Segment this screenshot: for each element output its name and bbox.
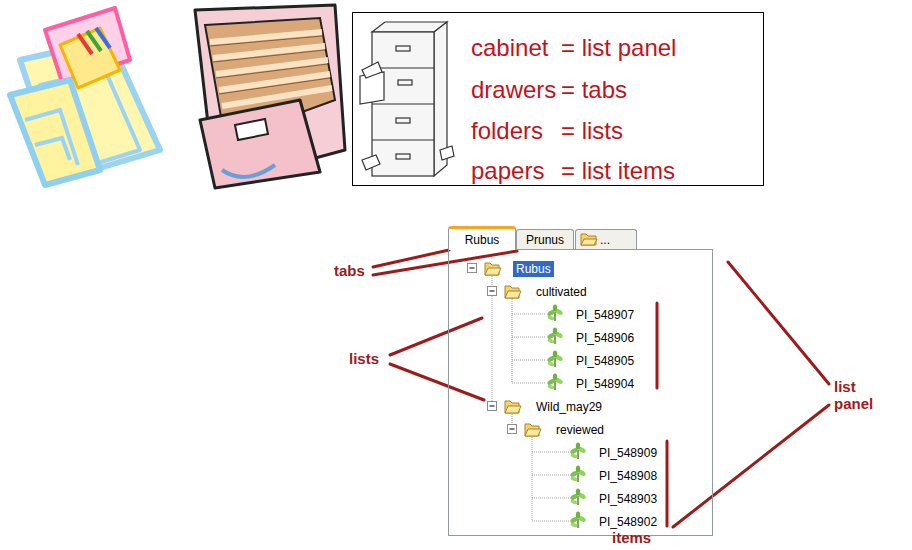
leader-lines (373, 250, 829, 527)
tree-item-label: cultivated (536, 284, 587, 300)
mapping-box: cabinet = list paneldrawers= tabs folders =… (352, 12, 764, 186)
mapping-text: = lists (561, 117, 623, 146)
annotation-label: items (612, 529, 651, 546)
mapping-text: = tabs (561, 76, 627, 105)
tree-icons (468, 263, 587, 528)
tab: Rubus (448, 226, 516, 250)
tree-item-label: reviewed (556, 422, 604, 438)
tree-item-label: PI_548902 (599, 514, 657, 530)
term-text: drawers (471, 76, 556, 105)
list-panel: Rubus cultivatedPI_548907PI_548906PI_5489… (448, 249, 713, 536)
tree-item-label: PI_548907 (576, 307, 634, 323)
tree-item-label: PI_548903 (599, 491, 657, 507)
tree-item-label: PI_548906 (576, 330, 634, 346)
term-text: papers (471, 157, 544, 186)
tree-lines (472, 273, 569, 521)
tab: Prunus (516, 229, 574, 249)
drawer-clipart (195, 5, 345, 188)
tree-item-label: PI_548904 (576, 376, 634, 392)
cabinet-clipart (10, 8, 160, 185)
tree-item-label: Wild_may29 (536, 399, 602, 415)
annotation-label: lists (349, 350, 379, 367)
tree-item-label: PI_548905 (576, 353, 634, 369)
tree-item-label: Rubus (513, 261, 554, 277)
tab-label: ... (600, 233, 610, 247)
term-text: folders (471, 117, 543, 146)
tree-item-label: PI_548908 (599, 468, 657, 484)
folder-icon (580, 232, 598, 246)
tab-label: Prunus (526, 233, 564, 247)
mapping-text: = list items (561, 157, 675, 186)
cabinet-sketch (360, 22, 454, 176)
term-text: cabinet (471, 34, 548, 63)
tab-label: Rubus (465, 233, 500, 247)
annotation-label: list panel (834, 378, 886, 413)
tree-item-label: PI_548909 (599, 445, 657, 461)
annotation-label: tabs (334, 262, 365, 279)
mapping-text: = list panel (561, 34, 676, 63)
